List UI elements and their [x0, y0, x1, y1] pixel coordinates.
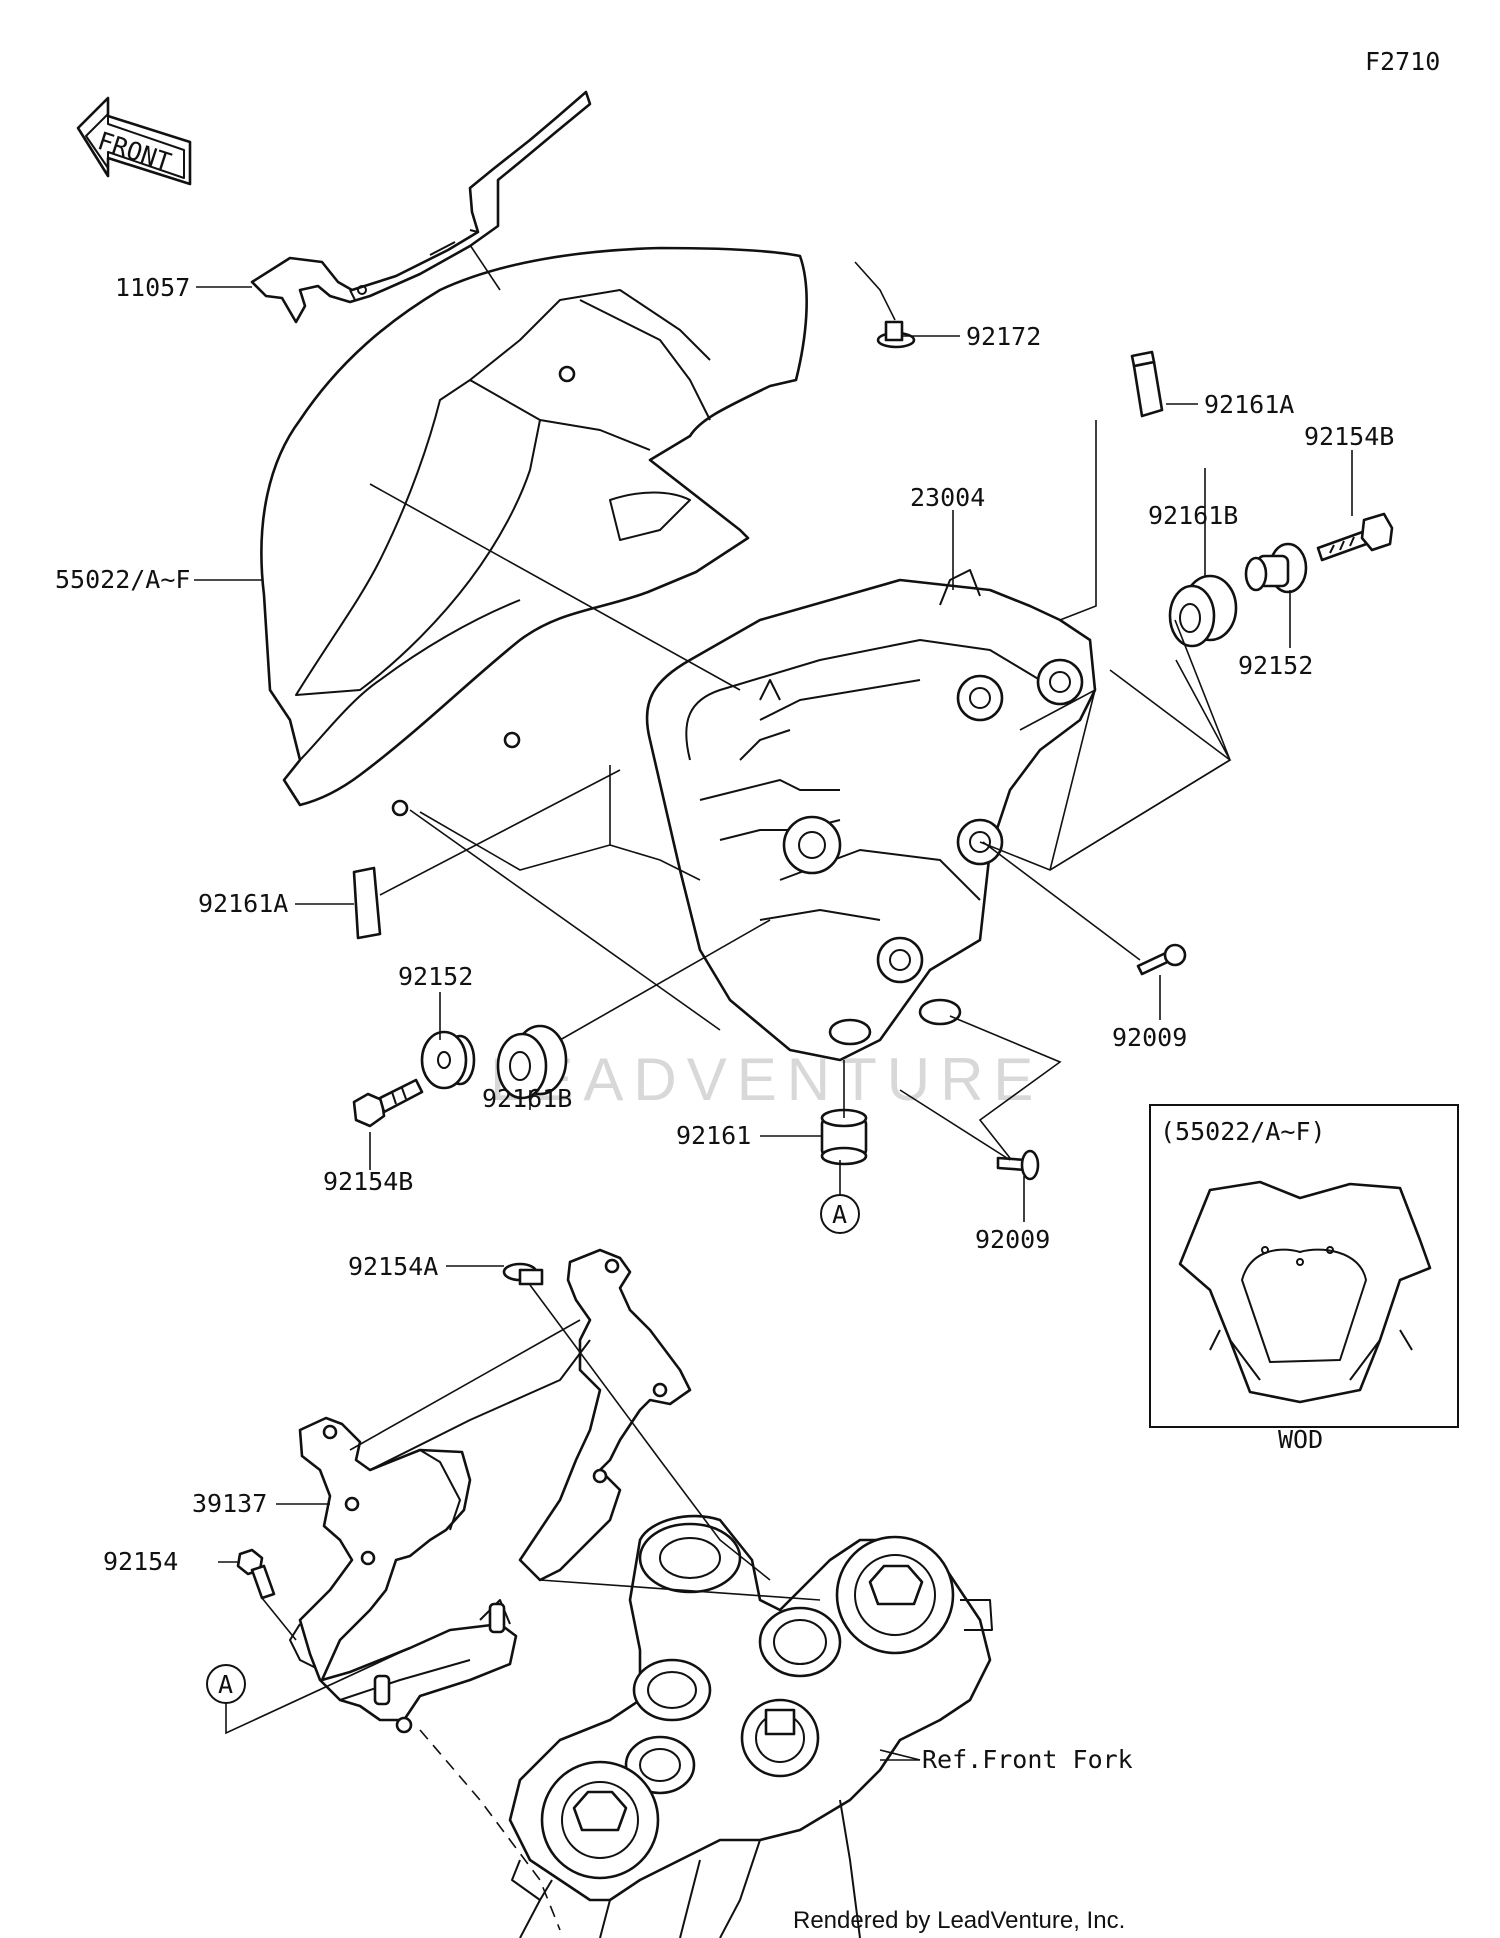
diagram-code: F2710 [1365, 47, 1440, 76]
callout-92172: 92172 [966, 322, 1041, 351]
bolt-92154b-right-icon [1316, 512, 1394, 562]
footer-credit: Rendered by LeadVenture, Inc. [793, 1907, 1125, 1934]
grommet-92161b-right-icon [1168, 574, 1238, 648]
front-arrow-icon: FRONT [76, 96, 192, 186]
callout-92152-left: 92152 [398, 962, 473, 991]
watermark: LEADVENTURE [490, 1046, 1043, 1113]
bracket-11057 [250, 90, 592, 324]
grommet-92161b-left-icon [496, 1024, 568, 1100]
callout-92154: 92154 [103, 1547, 178, 1576]
screw-92009-bottom-icon [996, 1149, 1040, 1181]
bolt-92154b-left-icon [352, 1078, 424, 1128]
marker-a-upper: A [820, 1194, 860, 1234]
callout-92154a: 92154A [348, 1252, 438, 1281]
svg-text:A: A [218, 1670, 233, 1699]
callout-92161b-left: 92161B [482, 1084, 572, 1113]
headlight-23004 [645, 569, 1097, 1062]
callout-92009-right: 92009 [1112, 1023, 1187, 1052]
grommet-92161-icon [820, 1108, 868, 1166]
inset-title: (55022/A~F) [1160, 1117, 1326, 1146]
callout-92152-right: 92152 [1238, 651, 1313, 680]
front-fork-clamp [508, 1514, 993, 1938]
screw-92154a-icon [502, 1262, 544, 1286]
callout-92161b-right: 92161B [1148, 501, 1238, 530]
callout-92154b-left: 92154B [323, 1167, 413, 1196]
callout-ref-front-fork: Ref.Front Fork [922, 1745, 1133, 1774]
marker-a-lower: A [206, 1664, 246, 1704]
bolt-92154-icon [236, 1548, 276, 1600]
collar-92152-left-icon [420, 1030, 476, 1090]
callout-92161: 92161 [676, 1121, 751, 1150]
collar-92152-right-icon [1244, 542, 1308, 594]
screw-92009-right-icon [1136, 943, 1187, 976]
stay-39137 [289, 1248, 692, 1734]
cowl-55022 [260, 246, 808, 817]
callout-92161a-top: 92161A [1204, 390, 1294, 419]
callout-23004: 23004 [910, 483, 985, 512]
callout-92009-bottom: 92009 [975, 1225, 1050, 1254]
inset-caption: WOD [1278, 1425, 1323, 1454]
inset-wod: (55022/A~F) WOD [1149, 1104, 1459, 1454]
callout-11057: 11057 [115, 273, 190, 302]
callout-labels: 11057 92172 92161A 92154B 23004 92161B 5… [55, 273, 1394, 1774]
screw-92172-icon [876, 320, 916, 349]
svg-text:A: A [832, 1200, 847, 1229]
callout-92154b-right: 92154B [1304, 422, 1394, 451]
pad-92161a-top-icon [1130, 350, 1164, 418]
pad-92161a-left-icon [352, 866, 382, 940]
callout-55022: 55022/A~F [55, 565, 190, 594]
callout-92161a-left: 92161A [198, 889, 288, 918]
callout-39137: 39137 [192, 1489, 267, 1518]
leader-lines [194, 244, 1353, 1931]
